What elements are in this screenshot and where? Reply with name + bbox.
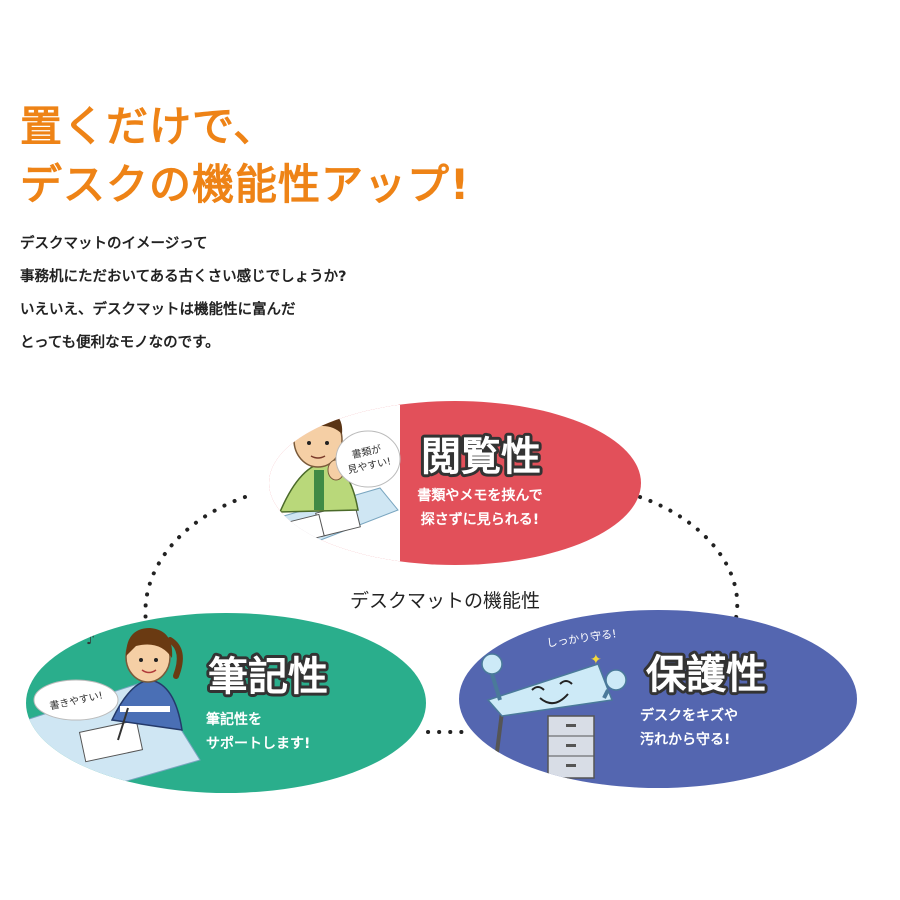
oval-desc-viewability-2: 探さずに見られる!: [421, 511, 539, 528]
intro-line-4: とっても便利なモノなのです。: [20, 335, 220, 351]
dotted-connectors: [143, 495, 740, 734]
feature-oval-protection: ✦ しっかり守る! 保護性 デスクをキズや 汚れから守る!: [459, 610, 857, 788]
speech-bubble-viewability: 書類が 見やすい!: [335, 430, 401, 488]
headline-line-2: デスクの機能性アップ!: [20, 160, 471, 209]
connector-left: [143, 495, 247, 624]
man-reading-icon: [269, 405, 400, 565]
headline: 置くだけで、 デスクの機能性アップ!: [20, 98, 470, 214]
oval-desc-writability-2: サポートします!: [206, 735, 310, 752]
oval-title-viewability: 閲覧性: [421, 434, 541, 480]
oval-title-protection: 保護性: [646, 652, 766, 698]
center-label: デスクマットの機能性: [350, 590, 540, 612]
intro-text: デスクマットのイメージって 事務机にただおいてある古くさい感じでしょうか? いえ…: [20, 228, 347, 360]
oval-desc-writability-1: 筆記性を: [206, 711, 262, 728]
feature-oval-writability: ♪ 書きやすい! 筆記性 筆記性を サポートします!: [26, 613, 426, 793]
oval-desc-protection-1: デスクをキズや: [640, 707, 738, 724]
desk-mascot-icon: ✦: [481, 652, 627, 779]
oval-title-writability: 筆記性: [208, 654, 328, 700]
sparkle-icon: ✦: [590, 652, 602, 668]
intro-line-2: 事務机にただおいてある古くさい感じでしょうか?: [20, 269, 347, 285]
oval-desc-viewability-1: 書類やメモを挟んで: [417, 487, 542, 504]
headline-line-1: 置くだけで、: [20, 102, 277, 151]
intro-line-1: デスクマットのイメージって: [20, 236, 208, 252]
connector-right: [638, 495, 740, 620]
intro-line-3: いえいえ、デスクマットは機能性に富んだ: [20, 302, 296, 318]
speech-bubble-writability: 書きやすい!: [33, 679, 119, 721]
oval-desc-protection-2: 汚れから守る!: [640, 731, 730, 748]
feature-oval-viewability: 書類が 見やすい! 閲覧性 書類やメモを挟んで 探さずに見られる!: [269, 401, 641, 565]
music-note-icon: ♪: [86, 632, 95, 648]
